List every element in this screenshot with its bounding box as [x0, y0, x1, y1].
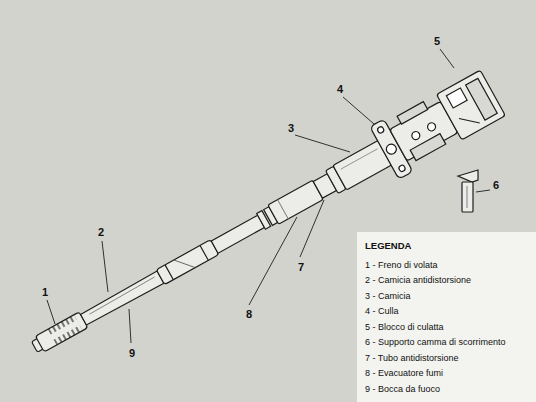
- legend-entry: 2 - Camicia antidistorsione: [365, 273, 532, 289]
- legend-entry: 8 - Evacuatore fumi: [365, 366, 532, 382]
- legend-heading: LEGENDA: [365, 238, 532, 254]
- callout-number: 2: [96, 226, 106, 239]
- callout-number: 5: [432, 35, 442, 48]
- callout-number: 1: [40, 286, 50, 299]
- callout-number: 9: [127, 347, 137, 360]
- antidistortion-sleeve: [80, 271, 164, 326]
- callout-number: 8: [244, 308, 254, 321]
- legend-entry: 6 - Supporto camma di scorrimento: [365, 335, 532, 351]
- thermal-sleeve: [268, 180, 323, 224]
- callout-number: 7: [296, 261, 306, 274]
- cam-support: [458, 170, 478, 212]
- breech-block: [436, 70, 505, 140]
- legend-entry: 1 - Freno di volata: [365, 258, 532, 274]
- legend-box: LEGENDA 1 - Freno di volata2 - Camicia an…: [357, 232, 536, 402]
- callout-number: 3: [286, 122, 296, 135]
- fume-extractor: [156, 240, 218, 285]
- callout-number: 4: [335, 83, 345, 96]
- legend-entry: 7 - Tubo antidistorsione: [365, 351, 532, 367]
- muzzle-brake: [35, 312, 87, 352]
- legend-entry: 3 - Camicia: [365, 289, 532, 305]
- callout-number: 6: [491, 179, 501, 192]
- breech-fitting: [397, 102, 428, 124]
- legend-entry: 4 - Culla: [365, 304, 532, 320]
- legend-entry: 9 - Bocca da fuoco: [365, 382, 532, 398]
- barrel-tube: [211, 215, 264, 253]
- legend-entry: 5 - Blocco di culatta: [365, 320, 532, 336]
